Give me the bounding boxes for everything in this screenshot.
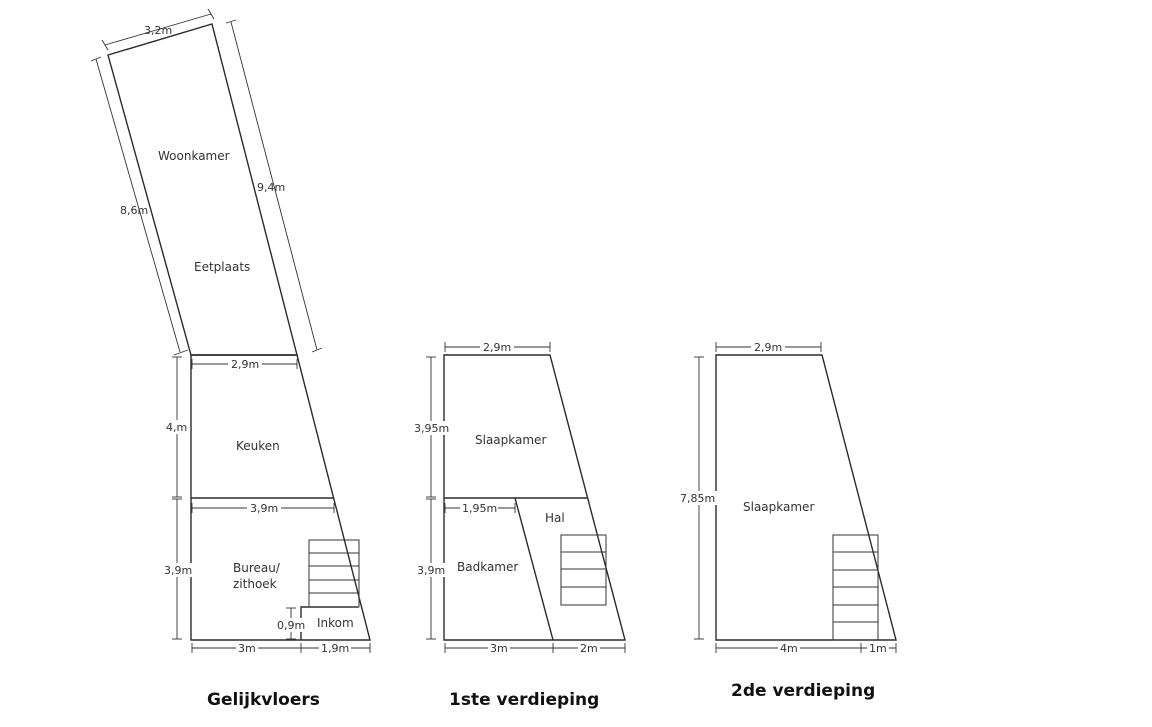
- dim-label: 2,9m: [231, 358, 259, 371]
- dim-label: 3,9m: [164, 564, 192, 577]
- first-floor-outline: [443, 354, 626, 641]
- dim-second-bottom-right: 1m: [861, 641, 897, 655]
- dim-first-mid-width: 1,95m: [444, 501, 516, 515]
- second-floor-plan: 2,9m 7,85m 4m 1m Slaapkamer 2de verdiepi…: [680, 340, 897, 701]
- dim-label: 3m: [490, 642, 508, 655]
- dim-ground-left: 8,6m: [90, 56, 189, 356]
- dim-label: 4,m: [166, 421, 187, 434]
- dim-ground-top: 3,2m: [101, 8, 215, 51]
- room-slaapkamer-first: Slaapkamer: [475, 433, 546, 447]
- dim-label: 2,9m: [754, 341, 782, 354]
- dim-label: 3m: [238, 642, 256, 655]
- room-woonkamer: Woonkamer: [158, 149, 230, 163]
- dim-first-bottom-right: 2m: [553, 641, 626, 655]
- dim-label: 8,6m: [120, 204, 148, 217]
- dim-ground-keuken-width: 2,9m: [191, 357, 298, 371]
- dim-label: 9,4m: [257, 181, 285, 194]
- dim-ground-keuken-height: 4,m: [164, 356, 190, 498]
- dim-ground-bureau-height: 3,9m: [162, 498, 192, 640]
- ground-floor-plan: 3,2m 8,6m 9,4m 2,9m: [90, 8, 371, 710]
- ground-stairs: [308, 539, 360, 608]
- dim-label: 1m: [869, 642, 887, 655]
- first-floor-plan: 2,9m 3,95m 1,95m 3,9m 3m: [414, 340, 626, 710]
- floor-title-second: 2de verdieping: [731, 681, 875, 701]
- dim-first-bottom-left: 3m: [444, 641, 554, 655]
- dim-ground-bureau-width: 3,9m: [191, 501, 335, 515]
- dim-ground-bottom-left: 3m: [191, 641, 302, 655]
- room-hal: Hal: [545, 511, 565, 525]
- dim-first-upper-height: 3,95m: [414, 356, 450, 498]
- dim-label: 1,95m: [462, 502, 497, 515]
- dim-label: 2,9m: [483, 341, 511, 354]
- dim-label: 7,85m: [680, 492, 715, 505]
- room-eetplaats: Eetplaats: [194, 260, 250, 274]
- room-keuken: Keuken: [236, 439, 280, 453]
- dim-label: 3,9m: [250, 502, 278, 515]
- room-badkamer: Badkamer: [457, 560, 518, 574]
- dim-label: 0,9m: [277, 619, 305, 632]
- dim-ground-right: 9,4m: [225, 19, 323, 353]
- keuken-bureau-outline: [190, 354, 371, 641]
- floor-title-first: 1ste verdieping: [449, 690, 599, 710]
- dim-label: 3,9m: [417, 564, 445, 577]
- dim-first-lower-height: 3,9m: [416, 498, 446, 640]
- dim-ground-bottom-right: 1,9m: [301, 641, 371, 655]
- dim-label: 4m: [780, 642, 798, 655]
- dim-second-top: 2,9m: [715, 340, 822, 354]
- dim-label: 2m: [580, 642, 598, 655]
- room-inkom: Inkom: [317, 616, 354, 630]
- second-floor-outline: [715, 354, 897, 641]
- room-bureau-line2: zithoek: [233, 577, 277, 591]
- dim-label: 1,9m: [321, 642, 349, 655]
- first-stairs: [560, 534, 607, 606]
- floor-title-ground: Gelijkvloers: [207, 690, 320, 710]
- dim-label: 3,2m: [144, 24, 172, 37]
- dim-ground-inkom-height: 0,9m: [276, 607, 306, 640]
- dim-first-top: 2,9m: [444, 340, 551, 354]
- first-floor-bath-wall: [514, 497, 554, 641]
- dim-label: 3,95m: [414, 422, 449, 435]
- room-bureau-line1: Bureau/: [233, 561, 281, 575]
- dim-second-height: 7,85m: [680, 356, 718, 640]
- second-stairs: [832, 534, 879, 641]
- dim-second-bottom-left: 4m: [715, 641, 862, 655]
- room-slaapkamer-second: Slaapkamer: [743, 500, 814, 514]
